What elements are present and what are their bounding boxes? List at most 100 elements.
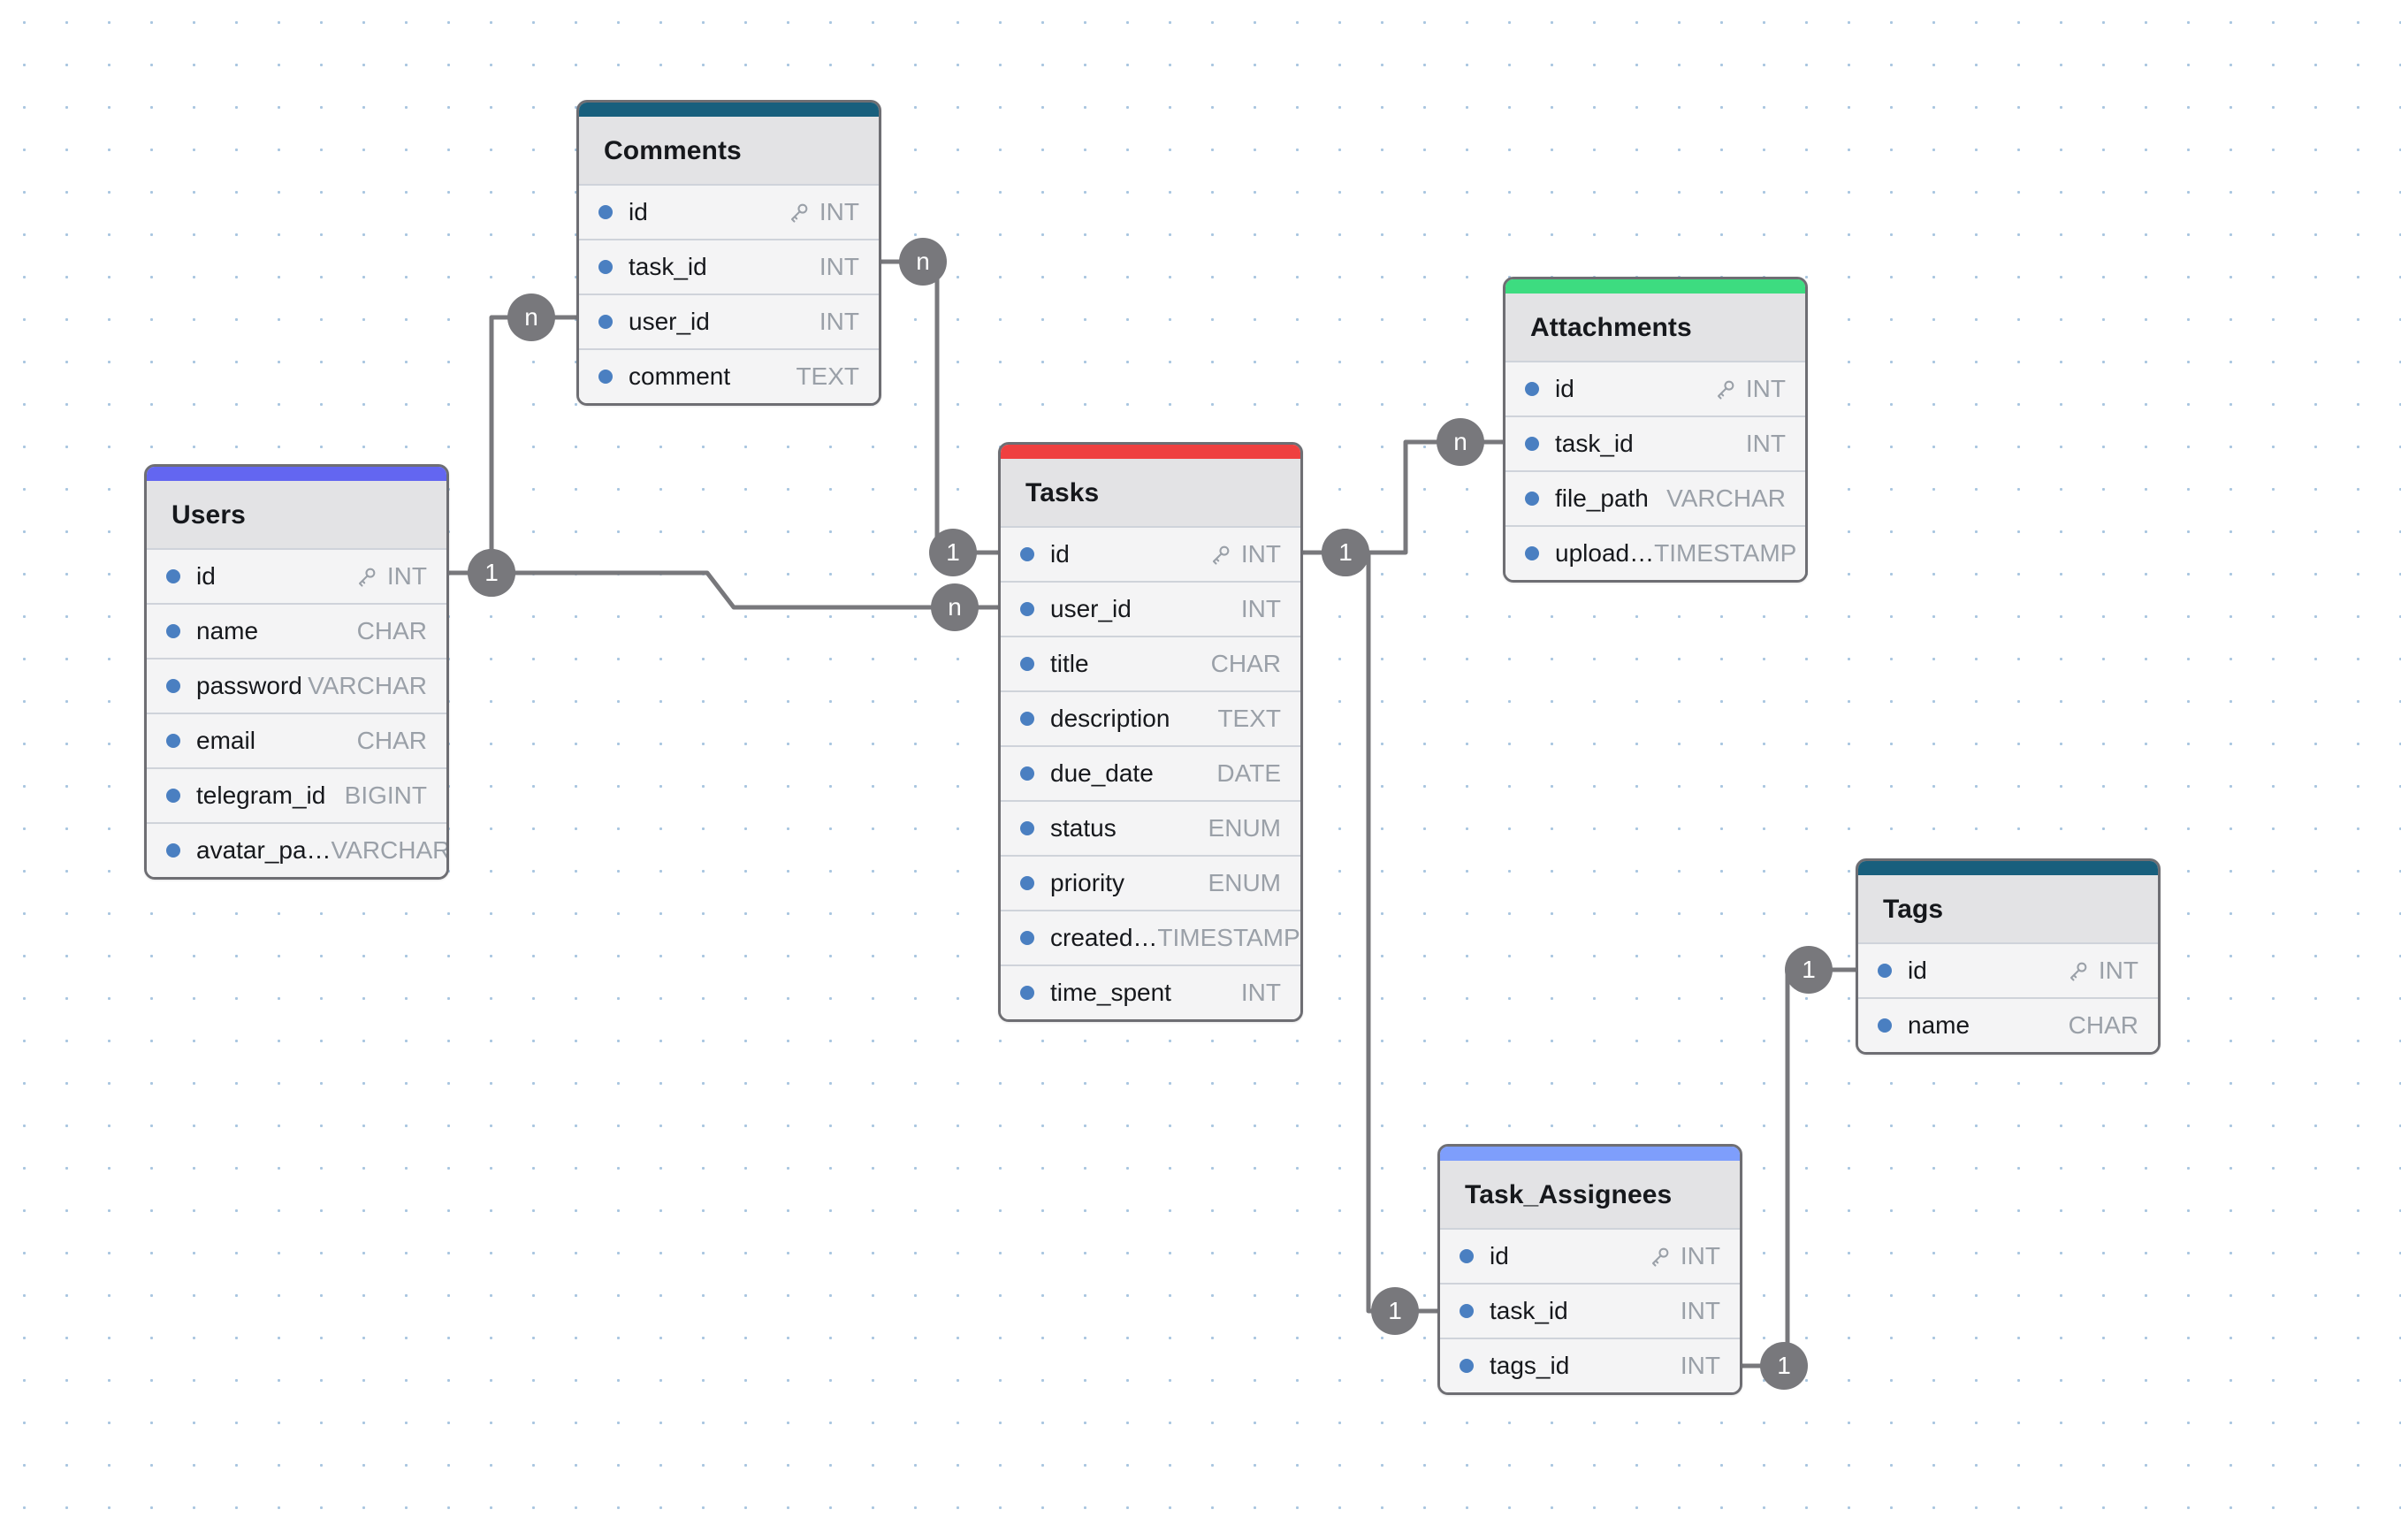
- table-field-row[interactable]: task_id INT: [579, 239, 879, 294]
- field-name: task_id: [629, 253, 707, 280]
- field-name: file_path: [1555, 484, 1649, 512]
- table-title[interactable]: Tasks: [1001, 459, 1300, 526]
- field-type-label: INT: [1240, 979, 1281, 1006]
- cardinality-badge-from[interactable]: 1: [1785, 946, 1833, 994]
- relationship-edge[interactable]: [879, 259, 1001, 555]
- cardinality-badge-from[interactable]: 1: [929, 529, 977, 576]
- table-field-row[interactable]: id INT: [1440, 1228, 1740, 1283]
- field-type-label: INT: [1240, 595, 1281, 622]
- field-type: ENUM: [1208, 814, 1281, 842]
- field-type: INT: [1649, 1242, 1720, 1270]
- relationship-edge[interactable]: [1740, 967, 1858, 1368]
- primary-key-icon: [1717, 380, 1734, 400]
- table-field-row[interactable]: avatar_pa…VARCHAR: [147, 822, 446, 877]
- table-accent-bar: [147, 467, 446, 481]
- field-type: VARCHAR: [331, 836, 449, 865]
- field-bullet-icon: [166, 843, 180, 858]
- table-field-row[interactable]: user_id INT: [1001, 581, 1300, 636]
- table-field-row[interactable]: upload…TIMESTAMP: [1505, 525, 1805, 580]
- field-type-label: VARCHAR: [331, 836, 449, 864]
- table-field-row[interactable]: telegram_id BIGINT: [147, 767, 446, 822]
- table-title[interactable]: Task_Assignees: [1440, 1161, 1740, 1228]
- cardinality-badge-from[interactable]: 1: [468, 549, 515, 597]
- relationship-edge[interactable]: [1300, 550, 1440, 1314]
- field-type-label: INT: [1680, 1352, 1720, 1379]
- field-type-label: TIMESTAMP: [1157, 924, 1300, 951]
- cardinality-badge-to[interactable]: n: [899, 238, 947, 286]
- table-field-row[interactable]: created…TIMESTAMP: [1001, 910, 1300, 964]
- table-title[interactable]: Comments: [579, 117, 879, 184]
- table-field-row[interactable]: status ENUM: [1001, 800, 1300, 855]
- field-type-label: ENUM: [1208, 814, 1281, 842]
- field-type: ENUM: [1208, 869, 1281, 897]
- field-type-label: TIMESTAMP: [1654, 539, 1797, 567]
- cardinality-badge-to[interactable]: n: [507, 294, 555, 341]
- field-bullet-icon: [1460, 1359, 1474, 1373]
- field-bullet-icon: [1020, 602, 1034, 616]
- table-field-row[interactable]: user_id INT: [579, 294, 879, 348]
- field-name: user_id: [629, 308, 710, 335]
- table-title[interactable]: Users: [147, 481, 446, 548]
- field-name: comment: [629, 362, 731, 390]
- table-accent-bar: [1440, 1147, 1740, 1161]
- primary-key-icon: [2069, 962, 2087, 981]
- field-type: TIMESTAMP: [1654, 539, 1796, 568]
- field-name: password: [196, 672, 302, 699]
- field-bullet-icon: [166, 679, 180, 693]
- field-bullet-icon: [1525, 546, 1539, 560]
- field-name: id: [1490, 1242, 1509, 1269]
- field-bullet-icon: [1460, 1304, 1474, 1318]
- field-bullet-icon: [1525, 437, 1539, 451]
- cardinality-badge-to[interactable]: n: [1437, 418, 1484, 466]
- field-name: telegram_id: [196, 781, 326, 809]
- field-type: INT: [1209, 540, 1281, 568]
- cardinality-badge-to[interactable]: 1: [1371, 1287, 1419, 1335]
- field-bullet-icon: [166, 624, 180, 638]
- field-type: INT: [819, 253, 859, 281]
- table-title[interactable]: Attachments: [1505, 294, 1805, 361]
- relationship-edge[interactable]: [446, 315, 579, 576]
- field-bullet-icon: [1020, 657, 1034, 671]
- cardinality-badge-to[interactable]: 1: [1760, 1342, 1808, 1390]
- primary-key-icon: [1651, 1247, 1669, 1267]
- field-type: CHAR: [1211, 650, 1281, 678]
- field-bullet-icon: [598, 205, 613, 219]
- field-name: status: [1050, 814, 1117, 842]
- field-type: INT: [819, 308, 859, 336]
- field-type-label: BIGINT: [344, 781, 427, 809]
- field-bullet-icon: [166, 734, 180, 748]
- field-type-label: INT: [819, 198, 859, 225]
- field-name: id: [1908, 957, 1927, 984]
- field-name: user_id: [1050, 595, 1132, 622]
- cardinality-badge-to[interactable]: n: [931, 583, 979, 631]
- cardinality-badge-from[interactable]: 1: [1322, 529, 1369, 576]
- table-title[interactable]: Tags: [1858, 875, 2158, 942]
- relationship-edge[interactable]: [446, 570, 1001, 610]
